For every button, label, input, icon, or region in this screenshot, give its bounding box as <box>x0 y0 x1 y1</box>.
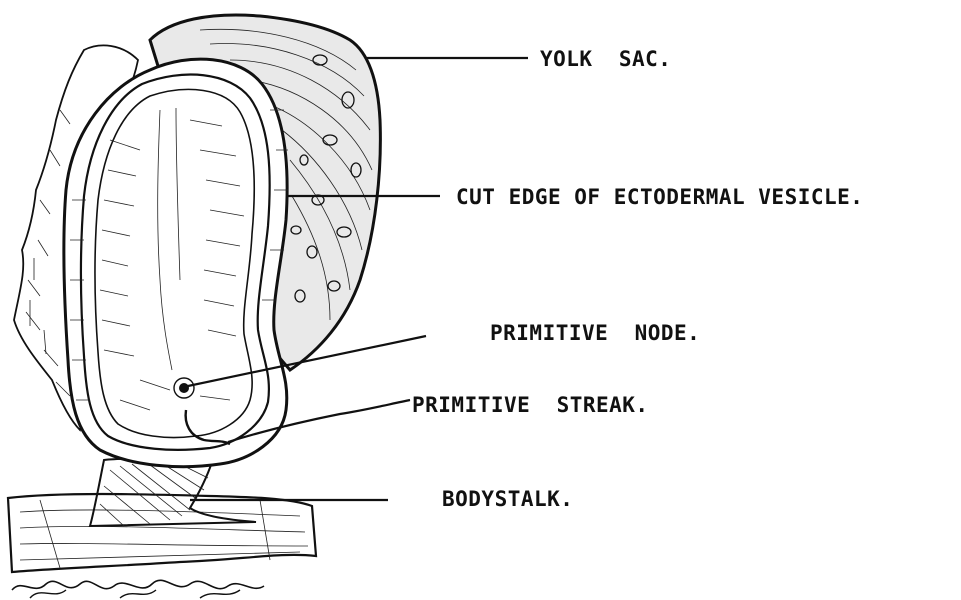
label-primitive-streak: PRIMITIVE STREAK. <box>412 393 649 417</box>
label-bodystalk: BODYSTALK. <box>442 487 573 511</box>
bodystalk-band <box>8 494 316 598</box>
label-primitive-node: PRIMITIVE NODE. <box>490 321 700 345</box>
label-cut-edge: CUT EDGE OF ECTODERMAL VESICLE. <box>456 185 863 209</box>
bodystalk-neck <box>90 459 256 526</box>
label-yolk-sac: YOLK SAC. <box>540 47 671 71</box>
